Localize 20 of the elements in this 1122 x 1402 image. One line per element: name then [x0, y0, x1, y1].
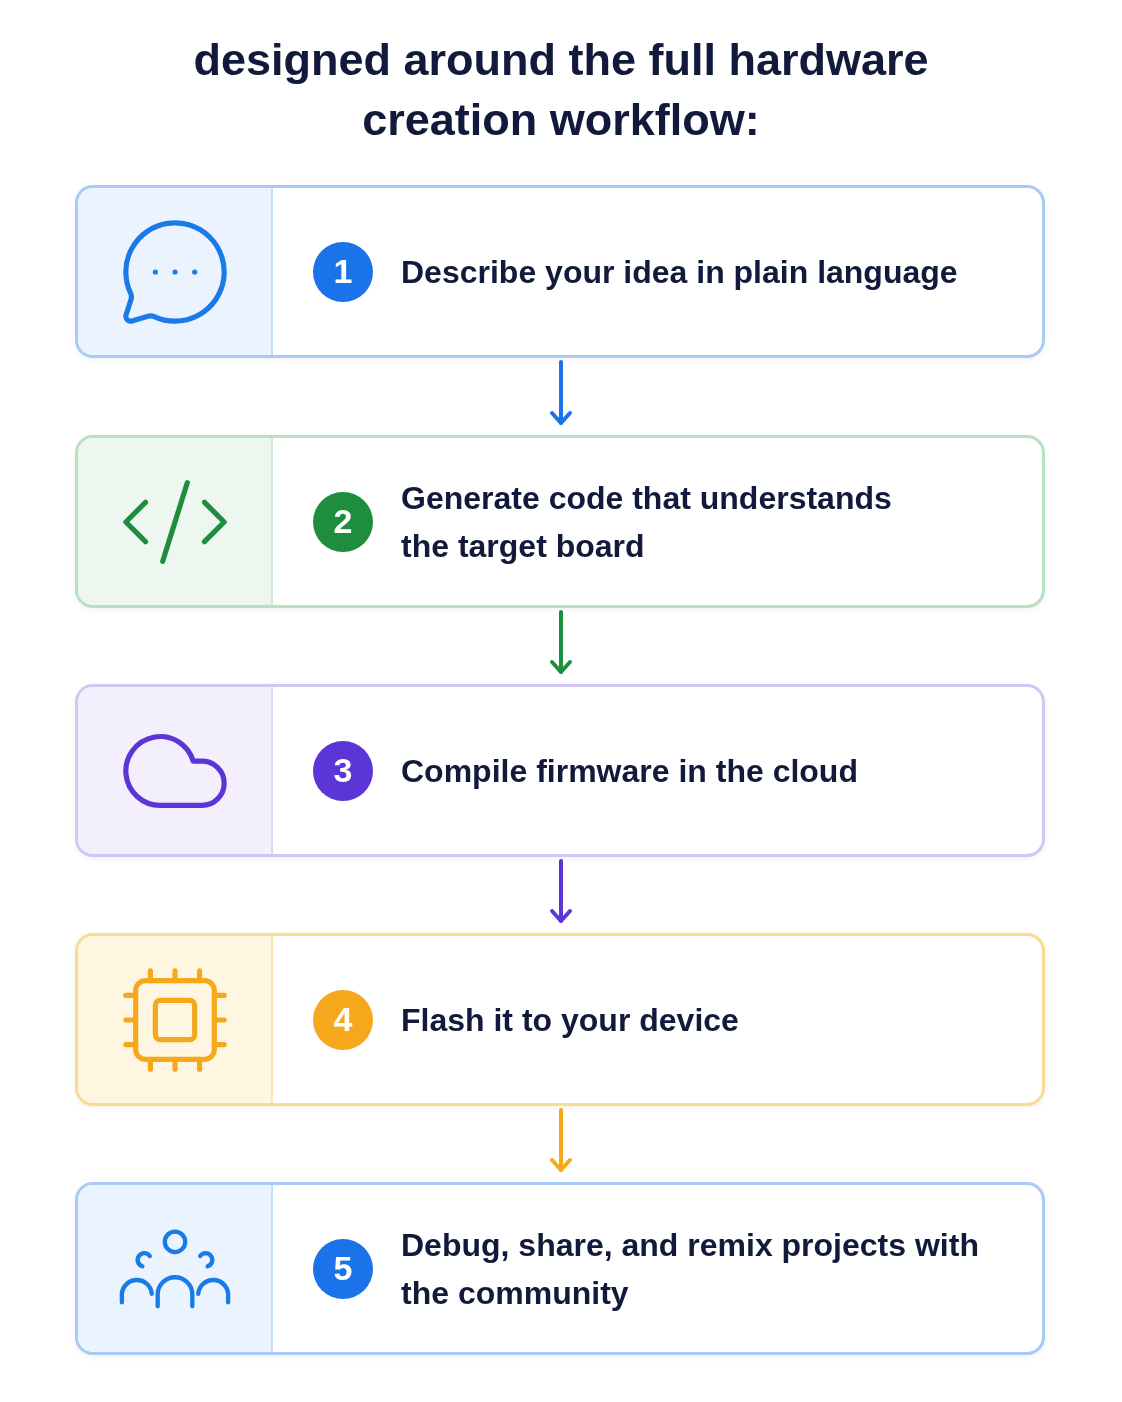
title: designed around the full hardware creation workflow: [192, 33, 930, 147]
step-number: 2 [313, 491, 373, 552]
step-text: Debug, share, and remix projects with the community [401, 1225, 980, 1313]
step-card [75, 435, 1045, 608]
arrow [550, 610, 572, 674]
step-card [75, 684, 1045, 857]
arrow [550, 1108, 572, 1172]
step-text: Flash it to your device [401, 1000, 739, 1040]
step-card [75, 1182, 1045, 1355]
arrow [550, 360, 572, 425]
step-text: Compile firmware in the cloud [401, 751, 858, 791]
step-text: Generate code that understands the target board [401, 478, 893, 566]
step-number: 5 [313, 1238, 373, 1299]
step-text: Describe your idea in plain language [401, 252, 958, 292]
arrow [550, 859, 572, 923]
step-card [75, 185, 1045, 358]
step-card [75, 933, 1045, 1106]
step-number: 1 [313, 241, 373, 302]
step-number: 3 [313, 740, 373, 801]
step-number: 4 [313, 989, 373, 1050]
